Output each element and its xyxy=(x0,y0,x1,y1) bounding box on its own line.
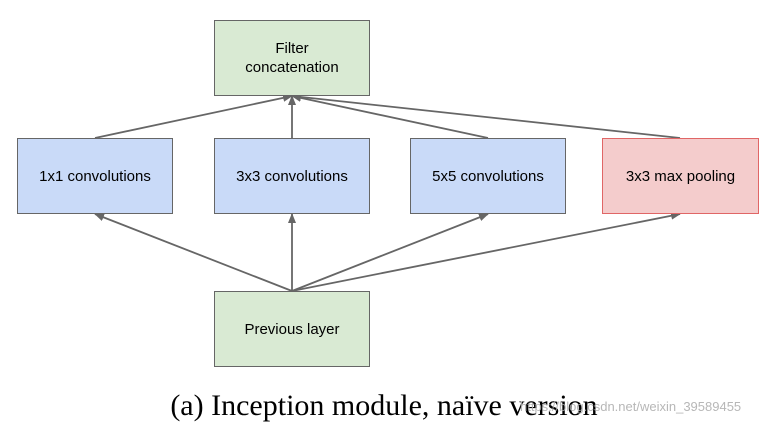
max-pooling-node: 3x3 max pooling xyxy=(602,138,759,214)
conv-1x1-label: 1x1 convolutions xyxy=(39,167,151,185)
watermark-text: https://blog.csdn.net/weixin_39589455 xyxy=(520,399,742,414)
arrow-previous-to-conv1 xyxy=(94,213,293,292)
filter-concatenation-node: Filter concatenation xyxy=(214,20,370,96)
arrow-previous-to-conv5 xyxy=(291,213,489,292)
conv-3x3-node: 3x3 convolutions xyxy=(214,138,370,214)
filter-concatenation-label-line1: Filter xyxy=(275,40,309,57)
conv-1x1-node: 1x1 convolutions xyxy=(17,138,173,214)
arrow-conv1-to-concat xyxy=(94,93,293,139)
max-pooling-label: 3x3 max pooling xyxy=(625,167,736,185)
conv-5x5-node: 5x5 convolutions xyxy=(410,138,566,214)
previous-layer-node: Previous layer xyxy=(214,291,370,367)
filter-concatenation-label-line2: concatenation xyxy=(245,59,339,76)
previous-layer-label: Previous layer xyxy=(244,320,340,338)
arrow-conv5-to-concat xyxy=(291,93,489,139)
figure-caption: (a) Inception module, naïve version xyxy=(170,389,598,422)
arrow-previous-to-pool xyxy=(291,211,681,292)
conv-5x5-label: 5x5 convolutions xyxy=(432,167,544,185)
conv-3x3-label: 3x3 convolutions xyxy=(236,167,348,185)
arrow-pool-to-concat xyxy=(291,92,681,139)
